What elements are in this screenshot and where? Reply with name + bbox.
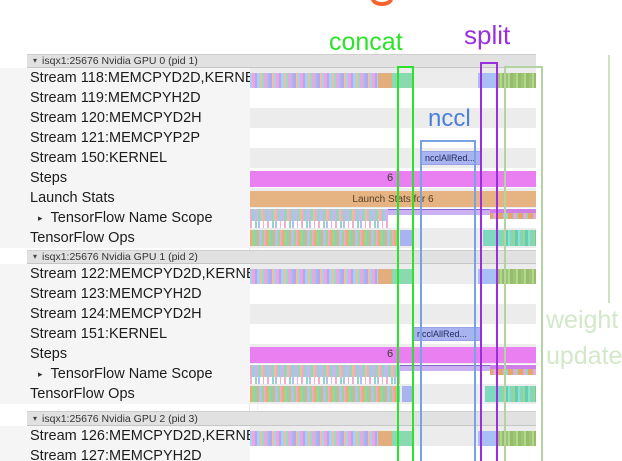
row-label: Stream 123:MEMCPYH2D <box>30 286 202 302</box>
concat-highlight-box <box>397 66 414 461</box>
row-label: Stream 121:MEMCPYP2P <box>30 130 201 146</box>
stream126-kernel-events[interactable] <box>250 431 378 446</box>
row-label: Launch Stats <box>30 190 115 206</box>
weight-update-annotation-label: weight update <box>546 306 622 370</box>
split-annotation-label: split <box>464 20 511 50</box>
gpu1-header-label: isqx1:25676 Nvidia GPU 1 (pid 2) <box>42 251 198 263</box>
row-label: Stream 119:MEMCPYH2D <box>30 90 201 106</box>
concat-annotation-label: concat <box>329 28 403 56</box>
launch-stats-bar[interactable]: Launch Stats for 6 <box>250 191 536 207</box>
row-stream-124: Stream 124:MEMCPYD2H <box>0 304 622 324</box>
collapse-icon[interactable]: ▾ <box>33 413 38 423</box>
gpu0-header-label: isqx1:25676 Nvidia GPU 0 (pid 1) <box>42 55 198 67</box>
collapse-icon[interactable]: ▾ <box>33 56 38 65</box>
split-highlight-box <box>480 62 498 461</box>
row-label: Stream 150:KERNEL <box>30 150 168 166</box>
row-label: Stream 127:MEMCPYH2D <box>30 448 202 461</box>
tf-ops-events[interactable] <box>250 230 398 246</box>
stream118-kernel-events[interactable] <box>250 73 378 88</box>
gpu0-header-row[interactable]: ▾ isqx1:25676 Nvidia GPU 0 (pid 1) <box>0 54 622 68</box>
row-label: TensorFlow Ops <box>30 230 135 246</box>
expand-icon[interactable]: ▸ <box>38 212 43 223</box>
row-tf-ops: TensorFlow Ops <box>0 384 622 404</box>
gpu2-header-label: isqx1:25676 Nvidia GPU 2 (pid 3) <box>42 412 198 425</box>
row-steps: Steps 6 <box>0 168 622 188</box>
row-stream-121: Stream 121:MEMCPYP2P <box>0 128 622 148</box>
row-label: Steps <box>30 170 68 186</box>
name-scope-events[interactable] <box>250 365 400 377</box>
stream118-memcpy-event[interactable] <box>378 73 392 88</box>
gpu1-header-row[interactable]: ▾ isqx1:25676 Nvidia GPU 1 (pid 2) <box>0 250 622 264</box>
stream118-split-event[interactable] <box>478 73 497 88</box>
collapse-icon[interactable]: ▾ <box>33 252 38 261</box>
row-label: TensorFlow Name Scope <box>50 210 213 226</box>
stream122-kernel-events[interactable] <box>250 269 378 284</box>
section-gpu0: ▾ isqx1:25676 Nvidia GPU 0 (pid 1) Strea… <box>0 54 622 248</box>
row-stream-122: Stream 122:MEMCPYD2D,KERNEL,MI <box>0 264 622 284</box>
row-label: Stream 120:MEMCPYD2H <box>30 110 202 126</box>
name-scope-strip[interactable] <box>250 209 536 215</box>
name-scope-events[interactable] <box>250 209 388 221</box>
clipped-title-glyph <box>371 0 393 6</box>
row-label: Stream 122:MEMCPYD2D,KERNEL,MI <box>30 266 250 282</box>
row-label: TensorFlow Name Scope <box>50 366 213 382</box>
expand-icon[interactable]: ▸ <box>38 368 43 379</box>
step-number: 6 <box>386 348 394 360</box>
steps-bar[interactable] <box>250 171 536 187</box>
row-label: Stream 118:MEMCPYD2D,KERNEL,ME <box>30 70 250 86</box>
row-label: Stream 124:MEMCPYD2H <box>30 306 202 322</box>
nccl-annotation-label: nccl <box>428 105 471 132</box>
row-label: TensorFlow Ops <box>30 386 135 402</box>
weight-update-highlight-box <box>504 66 543 461</box>
row-launch-stats: Launch Stats Launch Stats for 6 <box>0 188 622 208</box>
tf-ops-events[interactable] <box>250 386 400 402</box>
nccl-highlight-box <box>420 140 476 461</box>
stream118-weight-update-events[interactable] <box>497 73 536 88</box>
row-tf-ops: TensorFlow Ops <box>0 228 622 248</box>
row-stream-127: Stream 127:MEMCPYH2D <box>0 446 622 461</box>
row-stream-123: Stream 123:MEMCPYH2D <box>0 284 622 304</box>
row-label: Steps <box>30 346 68 362</box>
row-stream-119: Stream 119:MEMCPYH2D <box>0 88 622 108</box>
row-stream-151: Stream 151:KERNEL ncclAllRed... <box>0 324 622 344</box>
row-label: Stream 151:KERNEL <box>30 326 168 342</box>
row-steps: Steps 6 <box>0 344 622 364</box>
row-tf-name-scope: ▸ TensorFlow Name Scope <box>0 364 622 385</box>
section-gpu1: ▾ isqx1:25676 Nvidia GPU 1 (pid 2) Strea… <box>0 250 622 404</box>
row-stream-120: Stream 120:MEMCPYD2H <box>0 108 622 128</box>
gpu2-header-row[interactable]: ▾ isqx1:25676 Nvidia GPU 2 (pid 3) <box>0 411 622 426</box>
step-number: 6 <box>386 172 394 184</box>
steps-bar[interactable] <box>250 347 536 363</box>
row-stream-150: Stream 150:KERNEL ncclAllRed... <box>0 148 622 168</box>
row-label: Stream 126:MEMCPYD2D,KERNEL,MI <box>30 428 250 444</box>
row-tf-name-scope: ▸ TensorFlow Name Scope <box>0 208 622 229</box>
weight-update-highlight-line <box>608 55 610 303</box>
